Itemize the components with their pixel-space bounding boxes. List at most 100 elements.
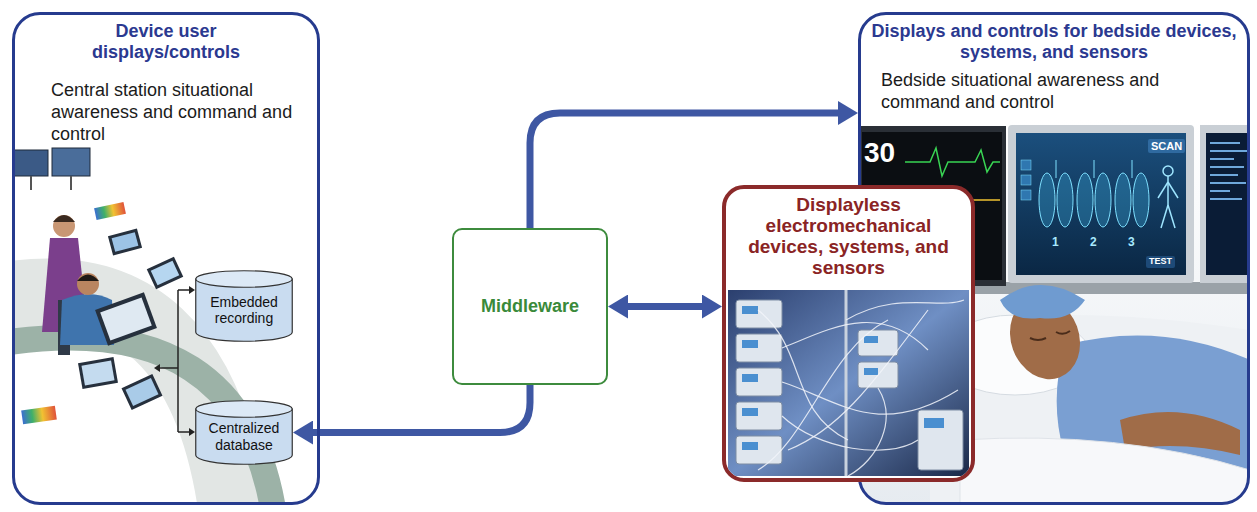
equipment-photo [782,382,958,414]
equipment-photo [742,408,758,416]
recording-arrows [189,286,195,294]
equipment-photo [736,368,782,396]
equipment-photo [864,336,878,343]
bedside-scene [1168,182,1178,198]
control-room [122,374,163,410]
equipment-photo [858,330,898,356]
control-room [53,215,75,222]
control-room [100,297,152,340]
control-room [52,148,90,176]
equipment-photo [742,306,944,450]
control-room [81,361,114,386]
control-room [108,228,142,255]
bedside-scene [1210,182,1246,184]
bedside-scene [1161,205,1168,228]
control-room [53,215,75,237]
bedside-scene [1056,331,1070,334]
equipment-photo [742,442,758,450]
control-room [70,176,72,190]
bedside-scene [1008,125,1194,283]
bedside-scene [1039,173,1055,227]
bedside-scene [1210,142,1248,200]
equipment-photo [742,306,758,314]
bedside-scene [930,315,1248,503]
bedside-scene [1016,133,1186,275]
bedside-scene [1021,190,1031,200]
screen-label: SCAN [1148,139,1185,153]
equipment-photo [848,388,886,476]
recording-arrows [154,286,195,436]
device-box: Displayless electromechanical devices, s… [722,185,975,482]
recording-arrows [189,428,195,436]
bedside-scene [1077,173,1093,227]
bedside-scene [1158,182,1168,198]
recording-arrows [160,367,178,369]
cylinder-body [196,279,293,341]
screen-label: 3 [1128,236,1135,249]
bedside-scene [1056,160,1057,178]
recording-arrows [178,431,189,433]
equipment-photo [788,310,928,450]
control-room [77,273,99,295]
process-box: Middleware [452,228,608,385]
panel-description: Central station situational awareness an… [51,80,303,145]
bedside-scene [1039,160,1149,227]
control-room [78,357,118,389]
screen-label: 1 [1052,236,1059,249]
bedside-scene [960,438,1248,503]
bedside-scene [1000,285,1085,319]
cylinder-label: Centralized database [199,420,289,452]
equipment-photo [736,300,782,328]
bedside-scene [1168,205,1175,228]
bedside-scene [1210,190,1230,192]
bedside-scene [1115,173,1131,227]
flow-arrow [622,303,708,310]
bedside-scene [905,148,1000,176]
control-room [126,378,159,406]
bedside-scene [1021,160,1031,170]
equipment-photo [736,300,963,470]
bedside-scene [1210,158,1234,160]
recording-arrows [154,364,160,372]
bedside-scene [1210,166,1244,168]
equipment-photo [742,374,758,382]
equipment-photo [845,290,848,476]
panel-description: Bedside situational awareness and comman… [881,70,1171,113]
control-room [77,275,99,282]
bedside-scene [1021,175,1031,185]
equipment-photo [846,300,964,320]
control-room [30,176,32,190]
control-room [21,406,57,425]
equipment-photo [924,418,944,428]
bedside-scene [1206,133,1248,275]
bedside-scene [1057,173,1073,227]
equipment-photo [736,402,782,430]
bedside-scene [1094,160,1095,178]
database-cylinder: Embedded recording [195,270,293,342]
equipment-photo [728,290,969,476]
recording-arrows [178,289,189,291]
cylinder-label: Embedded recording [199,294,289,326]
equipment-photo [758,320,888,470]
control-room [95,292,157,345]
bedside-scene [1133,173,1149,227]
control-room [14,150,48,176]
equipment-photo [758,300,964,476]
bedside-scene [1210,150,1248,152]
box-label: Displayless electromechanical devices, s… [746,195,951,279]
equipment-photo [736,436,782,464]
bedside-scene [1200,125,1248,283]
equipment-photo [918,410,963,470]
screen-label: 2 [1090,236,1097,249]
control-room [112,232,139,252]
bedside-scene [1163,166,1173,176]
flow-arrow [307,385,530,433]
control-room [94,202,126,220]
panel-title: Device user displays/controls [56,21,276,62]
bedside-scene [1030,338,1046,340]
recording-arrows [177,290,179,432]
equipment-photo [742,340,758,348]
bedside-scene [1095,173,1111,227]
control-room [147,257,183,290]
bedside-scene [1158,166,1178,228]
